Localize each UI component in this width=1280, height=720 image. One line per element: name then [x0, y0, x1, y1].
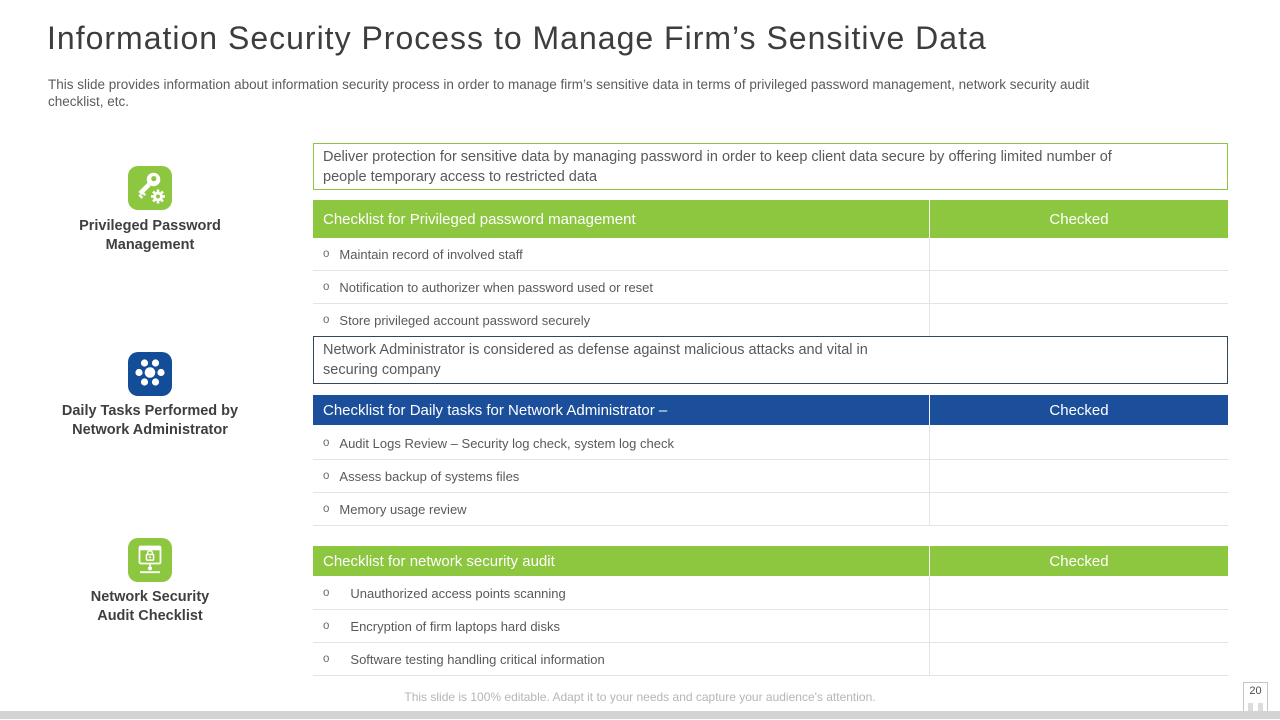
- table-header-title: Checklist for Daily tasks for Network Ad…: [313, 395, 930, 425]
- row-text: Memory usage review: [339, 501, 467, 517]
- bullet: o: [323, 620, 330, 632]
- table-header-title: Checklist for network security audit: [313, 546, 930, 576]
- table-row: o Notification to authorizer when passwor…: [313, 271, 1228, 304]
- table-header-privileged-password: Checklist for Privileged password manage…: [313, 200, 1228, 238]
- checked-cell: [930, 271, 1228, 303]
- row-text: Audit Logs Review – Security log check, …: [339, 435, 674, 451]
- bullet: o: [323, 470, 330, 482]
- table-row: o Assess backup of systems files: [313, 460, 1228, 493]
- bullet: o: [323, 587, 330, 599]
- checked-cell: [930, 577, 1228, 609]
- table-row: o Software testing handling critical info…: [313, 643, 1228, 676]
- key-gear-icon: [128, 166, 172, 210]
- table-daily-tasks: o Audit Logs Review – Security log check,…: [313, 427, 1228, 526]
- table-row: o Encryption of firm laptops hard disks: [313, 610, 1228, 643]
- checked-cell: [930, 238, 1228, 270]
- bullet: o: [323, 281, 330, 293]
- row-text: Unauthorized access points scanning: [350, 585, 566, 601]
- row-text: Software testing handling critical infor…: [350, 651, 605, 667]
- bullet: o: [323, 653, 330, 665]
- page-badge-decoration: [1248, 703, 1253, 711]
- monitor-lock-icon: [128, 538, 172, 582]
- table-row: o Maintain record of involved staff: [313, 238, 1228, 271]
- page-number: 20: [1249, 685, 1262, 697]
- row-text: Assess backup of systems files: [339, 468, 520, 484]
- checked-cell: [930, 304, 1228, 336]
- table-header-checked: Checked: [1049, 210, 1109, 228]
- checked-cell: [930, 643, 1228, 675]
- table-row: o Store privileged account password secur…: [313, 304, 1228, 337]
- table-header-network-audit: Checklist for network security audit Che…: [313, 546, 1228, 576]
- table-header-checked: Checked: [1049, 552, 1109, 570]
- bullet: o: [323, 503, 330, 515]
- table-row: o Memory usage review: [313, 493, 1228, 526]
- description-box-privileged-password: Deliver protection for sensitive data by…: [313, 143, 1228, 190]
- row-text: Encryption of firm laptops hard disks: [350, 618, 560, 634]
- description-box-daily-tasks: Network Administrator is considered as d…: [313, 336, 1228, 384]
- table-row: o Unauthorized access points scanning: [313, 577, 1228, 610]
- footer-note: This slide is 100% editable. Adapt it to…: [404, 690, 876, 704]
- table-header-daily-tasks: Checklist for Daily tasks for Network Ad…: [313, 395, 1228, 425]
- page-badge-decoration: [1258, 703, 1263, 711]
- checked-cell: [930, 460, 1228, 492]
- table-header-checked: Checked: [1049, 401, 1109, 419]
- section-label-privileged-password: Privileged Password Management: [79, 218, 221, 253]
- bullet: o: [323, 314, 330, 326]
- row-text: Store privileged account password secure…: [339, 312, 591, 328]
- page-subtitle: This slide provides information about in…: [48, 77, 1090, 109]
- page-title: Information Security Process to Manage F…: [47, 20, 987, 56]
- checked-cell: [930, 610, 1228, 642]
- network-hub-icon: [128, 352, 172, 396]
- bullet: o: [323, 437, 330, 449]
- checked-cell: [930, 493, 1228, 525]
- bottom-divider-bar: [0, 711, 1280, 719]
- checked-cell: [930, 427, 1228, 459]
- row-text: Maintain record of involved staff: [339, 246, 523, 262]
- bullet: o: [323, 248, 330, 260]
- table-header-title: Checklist for Privileged password manage…: [313, 200, 930, 238]
- row-text: Notification to authorizer when password…: [339, 279, 654, 295]
- table-row: o Audit Logs Review – Security log check,…: [313, 427, 1228, 460]
- section-label-network-audit: Network Security Audit Checklist: [90, 589, 210, 624]
- section-label-daily-tasks: Daily Tasks Performed by Network Adminis…: [61, 403, 239, 438]
- page-number-badge: 20: [1243, 682, 1268, 712]
